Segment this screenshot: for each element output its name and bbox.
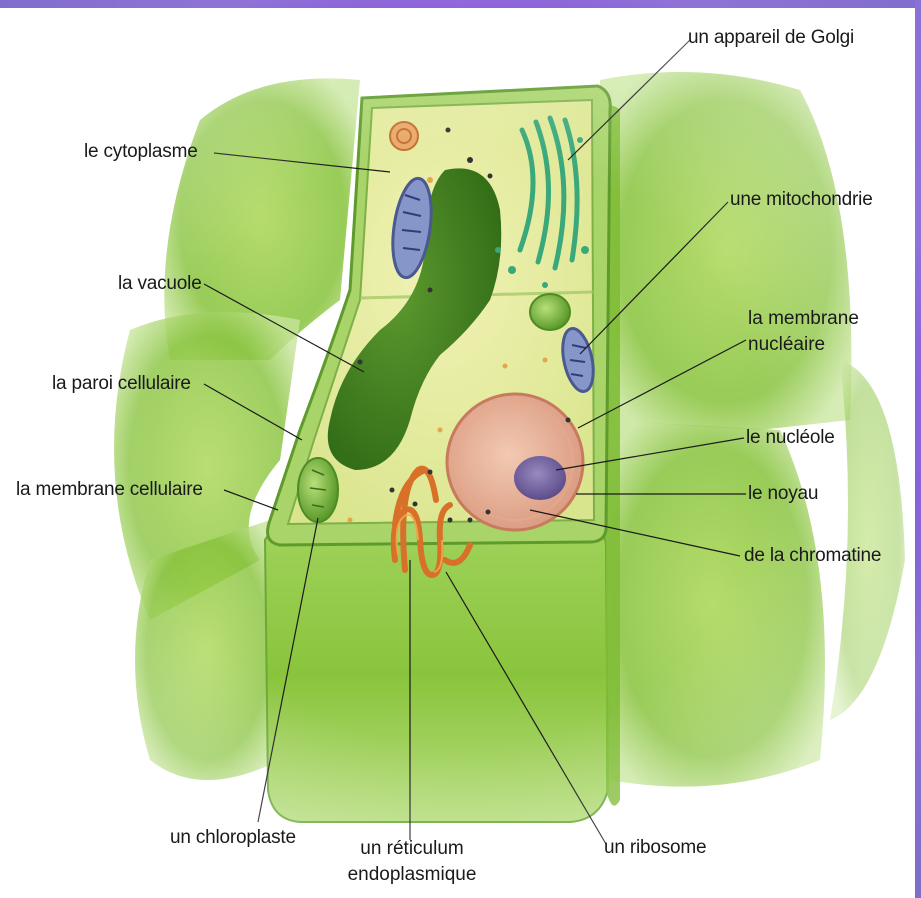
- label-nucleole: le nucléole: [746, 426, 835, 450]
- label-reticulum-line1: un réticulum: [342, 836, 482, 862]
- label-chloroplaste: un chloroplaste: [170, 826, 296, 850]
- label-membrane-nucleaire-line1: la membrane: [748, 306, 859, 332]
- label-paroi: la paroi cellulaire: [52, 372, 191, 396]
- label-membrane-cellulaire: la membrane cellulaire: [16, 478, 203, 502]
- label-cytoplasme: le cytoplasme: [84, 140, 198, 164]
- label-reticulum-line2: endoplasmique: [342, 862, 482, 888]
- label-membrane-nucleaire: la membrane nucléaire: [748, 306, 859, 358]
- label-membrane-nucleaire-line2: nucléaire: [748, 332, 859, 358]
- label-reticulum: un réticulum endoplasmique: [342, 836, 482, 888]
- label-golgi: un appareil de Golgi: [688, 26, 854, 50]
- label-noyau: le noyau: [748, 482, 818, 506]
- label-ribosome: un ribosome: [604, 836, 706, 860]
- label-vacuole: la vacuole: [118, 272, 202, 296]
- label-mitochondrie: une mitochondrie: [730, 188, 873, 212]
- label-chromatine: de la chromatine: [744, 544, 881, 568]
